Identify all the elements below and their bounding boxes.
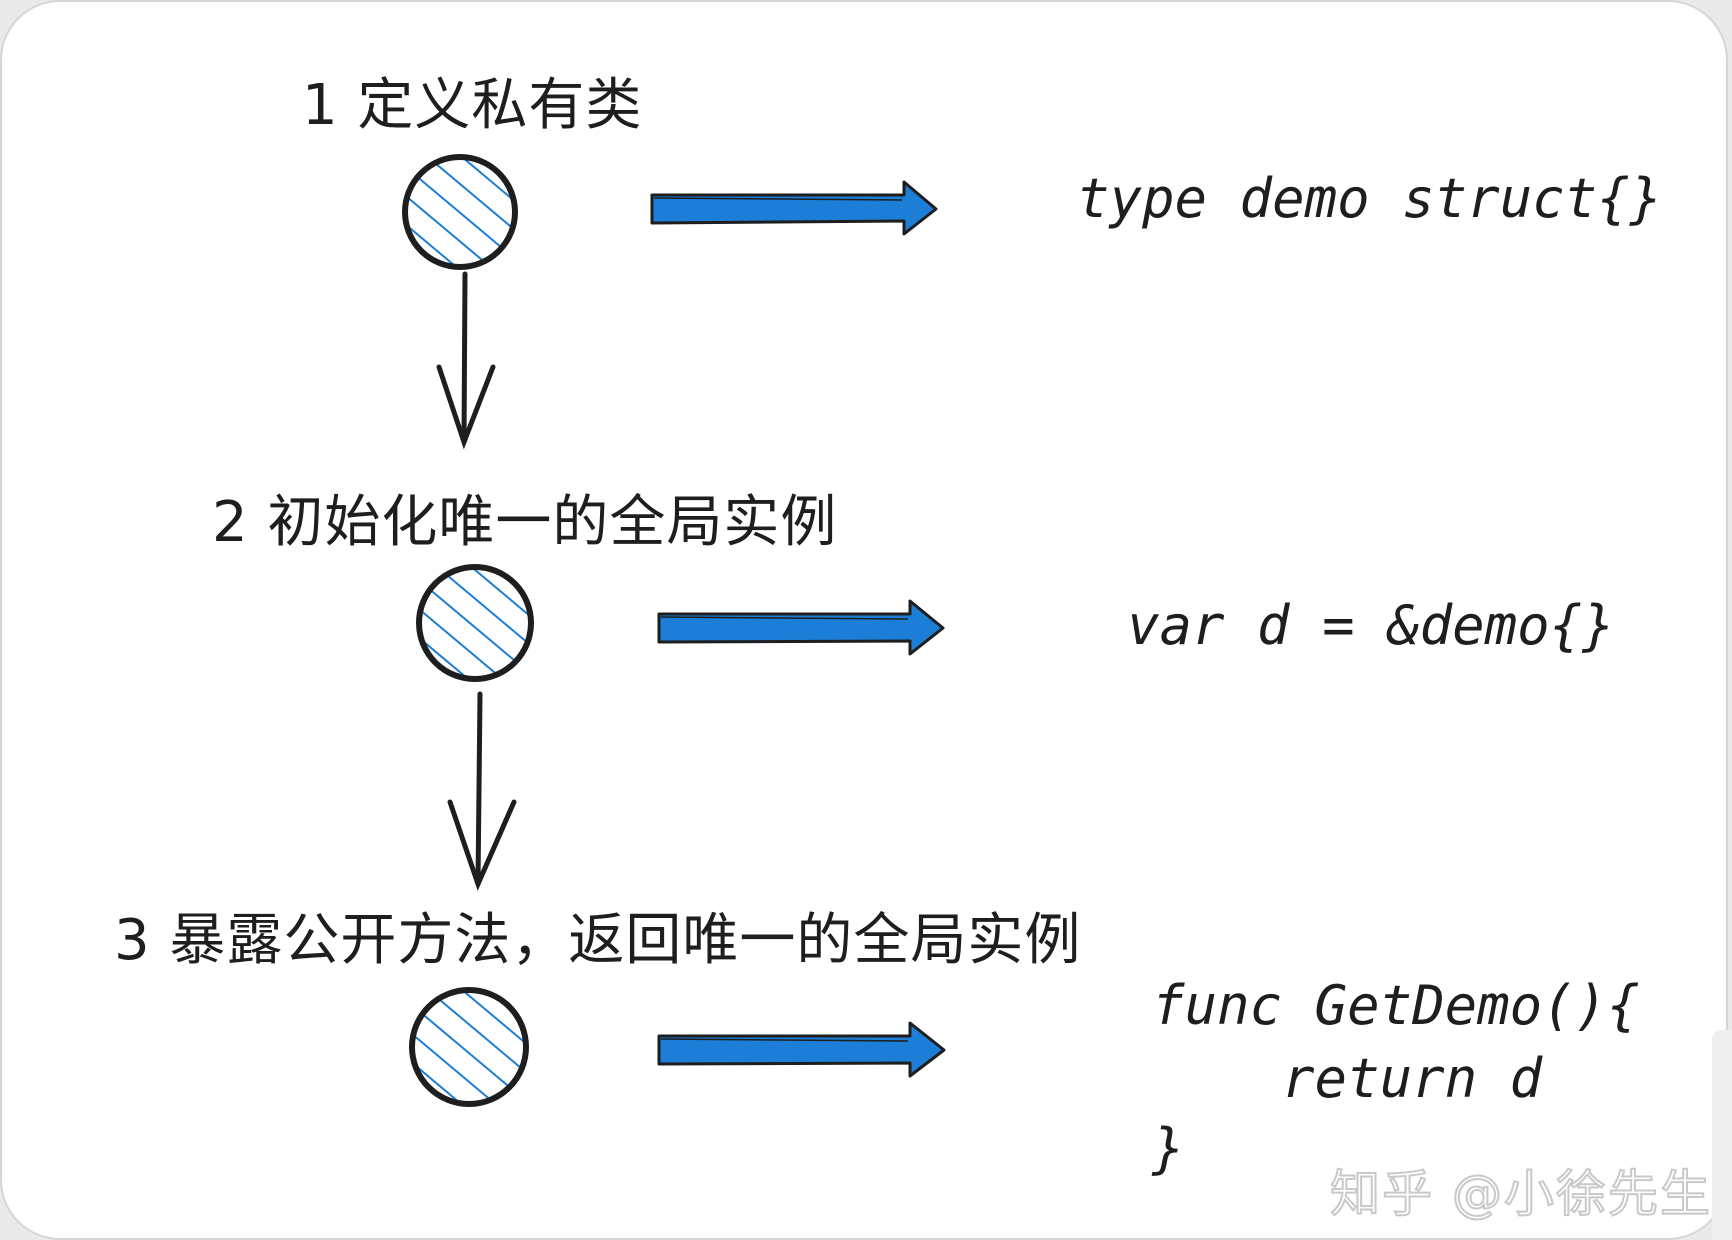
step-2-label: 2 初始化唯一的全局实例: [212, 490, 838, 555]
blue-right-arrow-icon: [657, 1021, 946, 1078]
step-3-label: 3 暴露公开方法，返回唯一的全局实例: [114, 908, 1082, 973]
node-3-hatched-circle-icon: [409, 987, 529, 1107]
blue-right-arrow-icon: [650, 180, 938, 236]
node-2-hatched-circle-icon: [416, 564, 534, 682]
watermark: 知乎 @小徐先生: [1329, 1164, 1712, 1224]
blue-right-arrow-icon: [657, 599, 945, 656]
down-arrow-icon: [447, 691, 517, 891]
code-line: type demo struct{}: [1077, 167, 1663, 230]
code-line: return d: [1152, 1047, 1543, 1110]
down-arrow-icon: [436, 271, 496, 450]
code-line: var d = &demo{}: [1127, 594, 1615, 657]
code-line: func GetDemo(){: [1152, 974, 1640, 1037]
step-1-label: 1 定义私有类: [302, 73, 643, 138]
scroll-edge: [1712, 1030, 1732, 1240]
code-line: }: [1152, 1117, 1185, 1180]
node-1-hatched-circle-icon: [402, 154, 518, 270]
